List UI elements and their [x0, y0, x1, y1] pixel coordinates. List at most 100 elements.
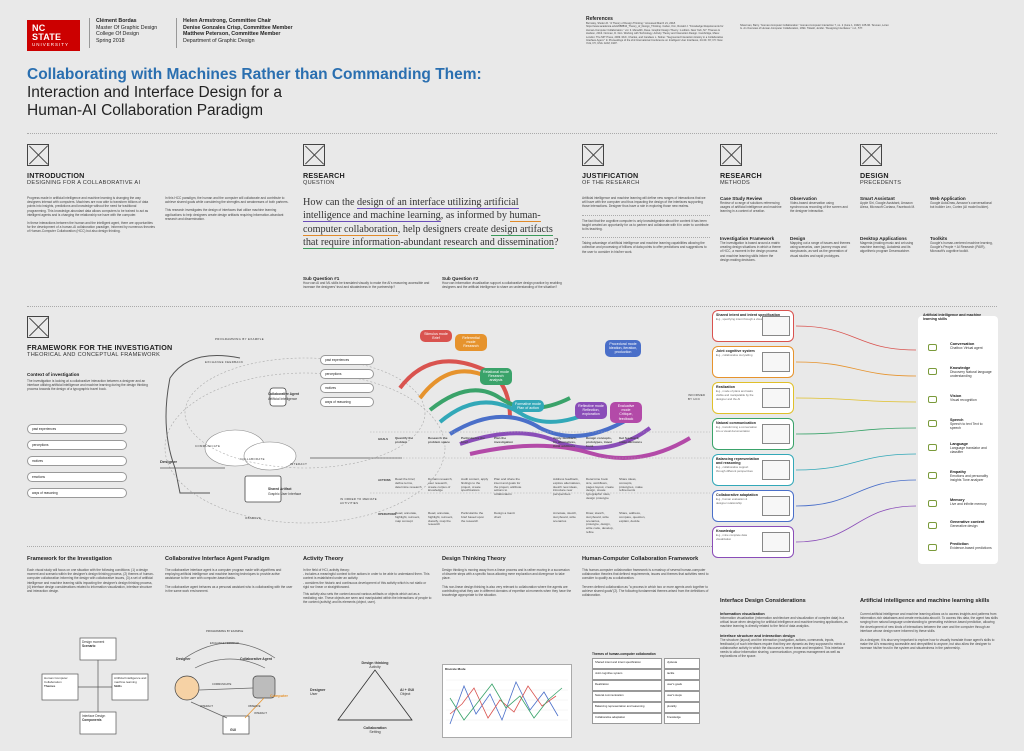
author-block: Clément Bordas Master Of Graphic Design … — [96, 18, 157, 44]
section-divider — [27, 546, 712, 547]
trait-item: ways of reasoning — [27, 488, 127, 498]
at-label-3: Designer — [310, 688, 326, 692]
method-desc: The investigation is based around a matr… — [720, 241, 781, 262]
hcc-table-title: Themes of human-computer collaboration — [592, 652, 656, 656]
idc-block: Interface Design Considerations Informat… — [720, 598, 850, 659]
skill-desc: Visual recognition — [950, 398, 977, 403]
at-block: Activity Theory In the field of HCI, act… — [303, 556, 433, 605]
idc-title: Interface Design Considerations — [720, 598, 806, 604]
trait-item: past experiences — [27, 424, 127, 434]
subquestion-2: Sub Question #2 How can information visu… — [442, 276, 570, 289]
skill-desc: Chatbox Virtual agent — [950, 346, 983, 351]
theme-desc: E.g., transforming a conversation into a… — [716, 425, 758, 433]
precedent-desc: Google AutoDraw, Amazon's conversational… — [930, 201, 992, 210]
mode-name: Reflective mode — [578, 404, 604, 408]
goal-cell: Apply feedback, try alternatives, think … — [553, 436, 577, 448]
sq2-title: Sub Question #2 — [442, 276, 479, 281]
action-cell: Read the brief, define terms, determine … — [395, 477, 422, 489]
references-text: Burnsley, Sholen R. "A Theory of Design … — [586, 22, 724, 46]
method-title: Observation — [790, 196, 817, 201]
hcc-col-cell: user's steps — [664, 691, 700, 702]
at-text1: In the field of HCI, activity theory: — [303, 568, 350, 572]
cia-label-communicate: COMMUNICATE — [212, 683, 232, 686]
cia-label-exchange: EXCHANGE FEEDBACK — [210, 642, 240, 645]
intro-p2: In these interactions between the human … — [27, 221, 155, 234]
idc-t1: Information visualization (information a… — [720, 616, 848, 629]
skill-desc: Evidence-based predictions — [950, 546, 992, 551]
framework-heading: FRAMEWORK FOR THE INVESTIGATION — [27, 343, 173, 352]
header-divider — [176, 18, 177, 48]
rq-part: ? — [553, 237, 559, 249]
hcc-text1: This human-computer collaboration framew… — [582, 568, 709, 581]
cia-label-interact-2: INTERACT — [254, 712, 267, 715]
precedent-title: Web Application — [930, 196, 966, 201]
justification-p3: Taking advantage of artificial intellige… — [582, 237, 710, 254]
ffi-diagram — [41, 637, 149, 735]
informed-by-hcc-label: INFORMED BY HCC — [688, 393, 706, 401]
context-text: The investigation is looking at a collab… — [27, 379, 148, 392]
framework-heading-block: FRAMEWORK FOR THE INVESTIGATION THEORICA… — [27, 343, 173, 359]
justification-heading: JUSTIFICATION — [582, 171, 639, 180]
mode-sub: Reflection, exploration — [582, 408, 600, 417]
agent-trait: perceptions — [320, 369, 374, 379]
ffi-block: Framework for the Investigation Each vis… — [27, 556, 157, 593]
operation-cell: Draw, sketch, storyboard, write scenario… — [586, 511, 614, 534]
operation-cell: Read, annotate, highlight, reinvent, map… — [395, 511, 421, 523]
skill-title: Language — [950, 442, 968, 446]
context-title: Context of investigation — [27, 372, 80, 377]
skill-title: Vision — [950, 394, 962, 398]
theme-desc: E.g., collaborative support through diff… — [716, 465, 753, 473]
mode-name: Stimulus mode — [424, 332, 448, 336]
interact-label: INTERACT — [290, 462, 308, 466]
hcc-col-cell: Knowledge — [664, 713, 700, 724]
mode-name: Formative mode — [515, 402, 541, 406]
at-label-5: AI + GUI — [400, 688, 415, 692]
theme-thumbnail — [762, 352, 790, 372]
theme-thumbnail — [762, 460, 790, 480]
context-block: Context of investigation The investigati… — [27, 372, 157, 392]
theme-thumbnail — [762, 388, 790, 408]
mode-sub: Research analysis — [488, 374, 504, 383]
logo-line1: NC STATE — [32, 23, 62, 42]
collaborate-label: COLLABORATE — [240, 457, 265, 461]
poster-title: Collaborating with Machines Rather than … — [27, 66, 547, 120]
intro-box-icon — [27, 144, 49, 166]
hcc-table-row: Shared intent and intent specification — [592, 658, 662, 669]
cia-label-agent: Collaborative Agent — [240, 657, 272, 661]
aims-t2: As a designer, it is also very important… — [860, 638, 995, 651]
mode-sub: Brief — [432, 336, 440, 341]
author-college: College Of Design — [96, 31, 139, 38]
operation-cell: Annotate, sketch, storyboard, write scen… — [553, 511, 577, 523]
theme-desc: E.g., mode of plans and tasks visible an… — [716, 389, 754, 401]
at-label-8: Setting — [369, 730, 381, 734]
memory-icon — [928, 500, 937, 507]
ffi-label-6: Skills — [114, 684, 122, 688]
justification-box-icon — [582, 144, 604, 166]
framework-box-icon — [27, 316, 49, 338]
precedent-title: Smart Assistant — [860, 196, 895, 201]
skills-title: Artificial intelligence and machine lear… — [923, 313, 982, 321]
ffi-label-7: Interface Design — [82, 714, 106, 718]
rq-underline-2: human-computer collaboration — [303, 210, 541, 236]
operation-cell: Design a Gantt chart — [494, 511, 515, 519]
ffi-text: Each visual study will focus on one situ… — [27, 568, 154, 594]
precedent-item: Desktop Applications Magenta (making mus… — [860, 236, 922, 254]
theme-thumbnail — [762, 532, 790, 552]
committee-chair: Helen Armstrong, Committee Chair — [183, 18, 272, 24]
designer-traits-list: past experiences perceptions motives emo… — [27, 424, 127, 498]
committee-member: Denise Gonzales Crisp, Committee Member — [183, 24, 293, 31]
idc-h2: Interface structure and interaction desi… — [720, 633, 795, 638]
at-label-1: Design thinking — [361, 661, 389, 665]
author-term: Spring 2018 — [96, 37, 125, 44]
